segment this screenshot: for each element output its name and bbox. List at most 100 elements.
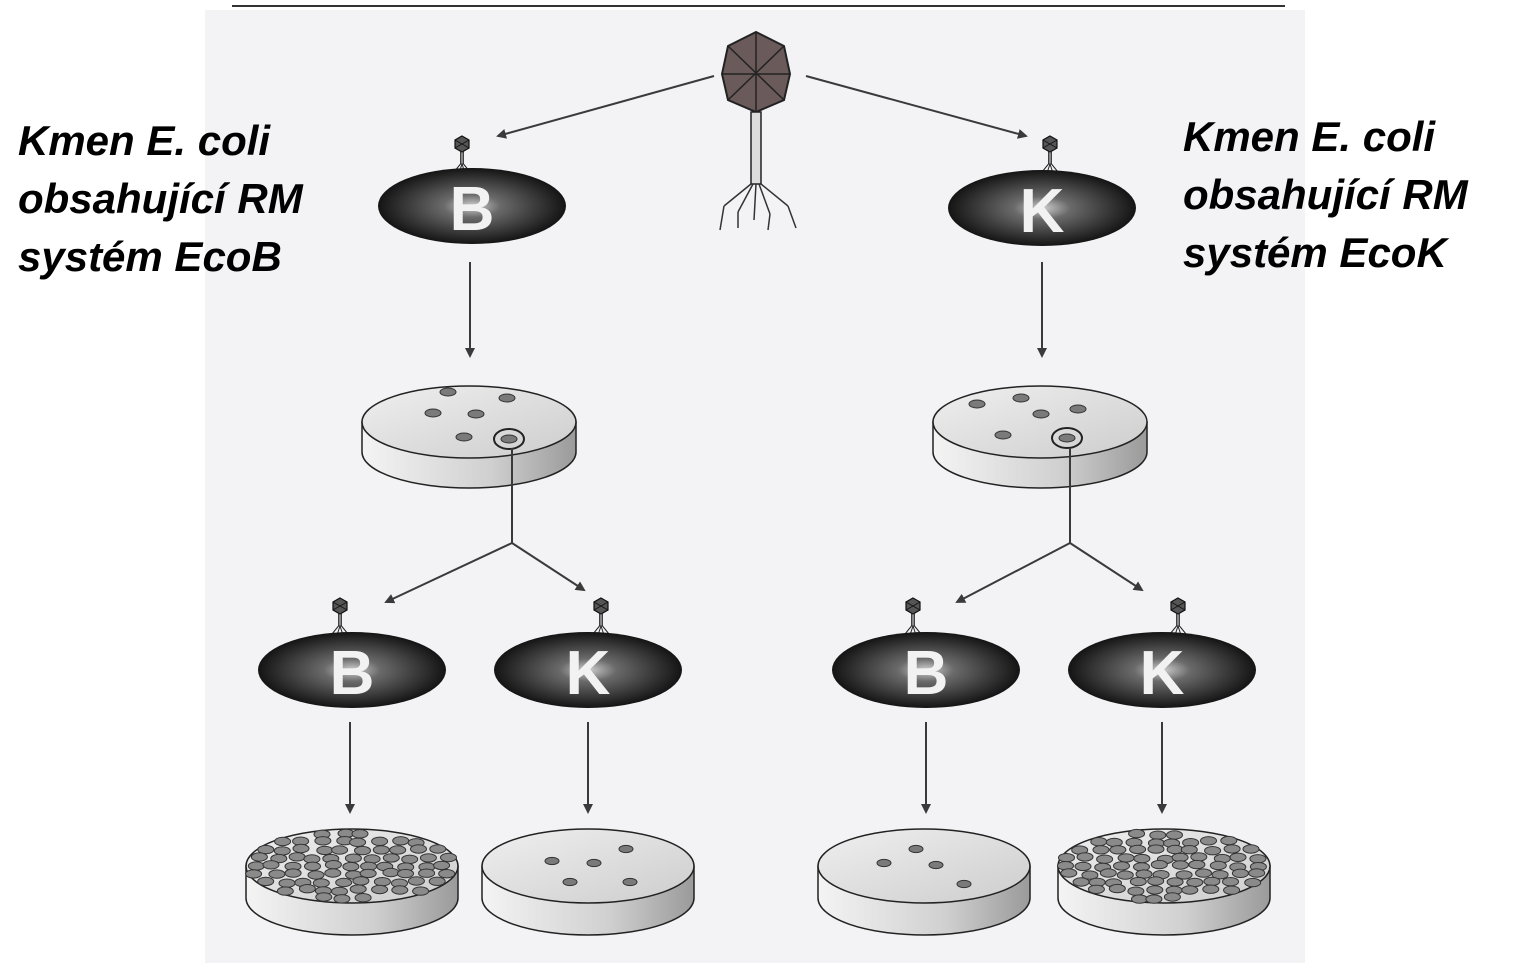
plaque (1130, 877, 1146, 885)
cell-letter: B (904, 639, 949, 708)
plaque (299, 885, 315, 893)
plaque (1129, 829, 1145, 837)
petri-dish-icon (246, 829, 458, 935)
plaque (350, 885, 366, 893)
plaque (1172, 861, 1188, 869)
plaque (325, 869, 341, 877)
plaque (429, 877, 445, 885)
plaque (1221, 836, 1237, 844)
plaque (1097, 855, 1113, 863)
plaque (434, 861, 450, 869)
plaque (345, 854, 361, 862)
plaque (1091, 838, 1107, 846)
plaque (1191, 853, 1207, 861)
petri-dish-icon (818, 829, 1030, 935)
plaque (1164, 893, 1180, 901)
plaque (1210, 861, 1226, 869)
plaque (420, 854, 436, 862)
plaque (317, 846, 333, 854)
plaque (545, 857, 559, 864)
plaque (275, 837, 291, 845)
plaque (1230, 853, 1246, 861)
plaque (315, 837, 331, 845)
plaque (289, 853, 305, 861)
plaque (563, 878, 577, 885)
caption-ecok: Kmen E. coli obsahující RM systém EcoK (1183, 108, 1468, 282)
plaque (1134, 854, 1150, 862)
plaque (390, 846, 406, 854)
plaque (1196, 869, 1212, 877)
plaque (355, 846, 371, 854)
plaque (1182, 886, 1198, 894)
cell-letter: K (1140, 639, 1185, 708)
plaque (308, 871, 324, 879)
caption-line: systém EcoB (18, 228, 303, 286)
plaque (419, 869, 435, 877)
plaque (392, 886, 408, 894)
plaque (336, 878, 352, 886)
plaque (1245, 878, 1261, 886)
plaque (1148, 877, 1164, 885)
plaque (1132, 895, 1148, 903)
plaque (383, 854, 399, 862)
plaque (251, 853, 267, 861)
plaque (1250, 855, 1266, 863)
plaque (587, 859, 601, 866)
plaque (1223, 878, 1239, 886)
caption-line: Kmen E. coli (18, 112, 303, 170)
plaque (246, 870, 262, 878)
cell-letter: B (450, 175, 495, 244)
plaque (1167, 878, 1183, 886)
plaque (383, 868, 399, 876)
plaque (623, 878, 637, 885)
plaque (1100, 869, 1116, 877)
plaque (1118, 854, 1134, 862)
plaque (355, 894, 371, 902)
plaque (305, 862, 321, 870)
plaque (411, 845, 427, 853)
plaque (430, 845, 446, 853)
plaque (1110, 846, 1126, 854)
caption-line: Kmen E. coli (1183, 108, 1468, 166)
plaque (263, 861, 279, 869)
plaque (372, 837, 388, 845)
plaque (269, 870, 285, 878)
plaque (293, 844, 309, 852)
plaque (1204, 877, 1220, 885)
cell-letter: K (1020, 177, 1065, 246)
plaque (393, 837, 409, 845)
petri-dish-icon (1058, 829, 1271, 935)
petri-dish-icon (362, 386, 576, 488)
plaque (1243, 845, 1259, 853)
plaque (1249, 869, 1265, 877)
plaque (1128, 887, 1144, 895)
plaque (1151, 860, 1167, 868)
plaque (413, 887, 429, 895)
plaque (1203, 885, 1219, 893)
plaque (1167, 845, 1183, 853)
caption-ecob: Kmen E. coli obsahující RM systém EcoB (18, 112, 303, 286)
plaque (929, 861, 943, 868)
plaque (1117, 871, 1133, 879)
plaque (353, 877, 369, 885)
plaque (957, 880, 971, 887)
plaque (1130, 845, 1146, 853)
plaque (1088, 885, 1104, 893)
plaque (350, 838, 366, 846)
cell-letter: K (566, 639, 611, 708)
petri-dish-icon (482, 829, 694, 935)
plaque (408, 877, 424, 885)
caption-line: systém EcoK (1183, 224, 1468, 282)
plaque (619, 845, 633, 852)
plaque (1146, 895, 1162, 903)
plaque (1205, 847, 1221, 855)
plaque (1109, 884, 1125, 892)
plaque (398, 869, 414, 877)
plaque (1059, 854, 1075, 862)
plaque (1167, 831, 1183, 839)
plaque (313, 879, 329, 887)
plaque (877, 859, 891, 866)
plaque (1224, 845, 1240, 853)
plaque (1073, 878, 1089, 886)
plaque (1189, 860, 1205, 868)
